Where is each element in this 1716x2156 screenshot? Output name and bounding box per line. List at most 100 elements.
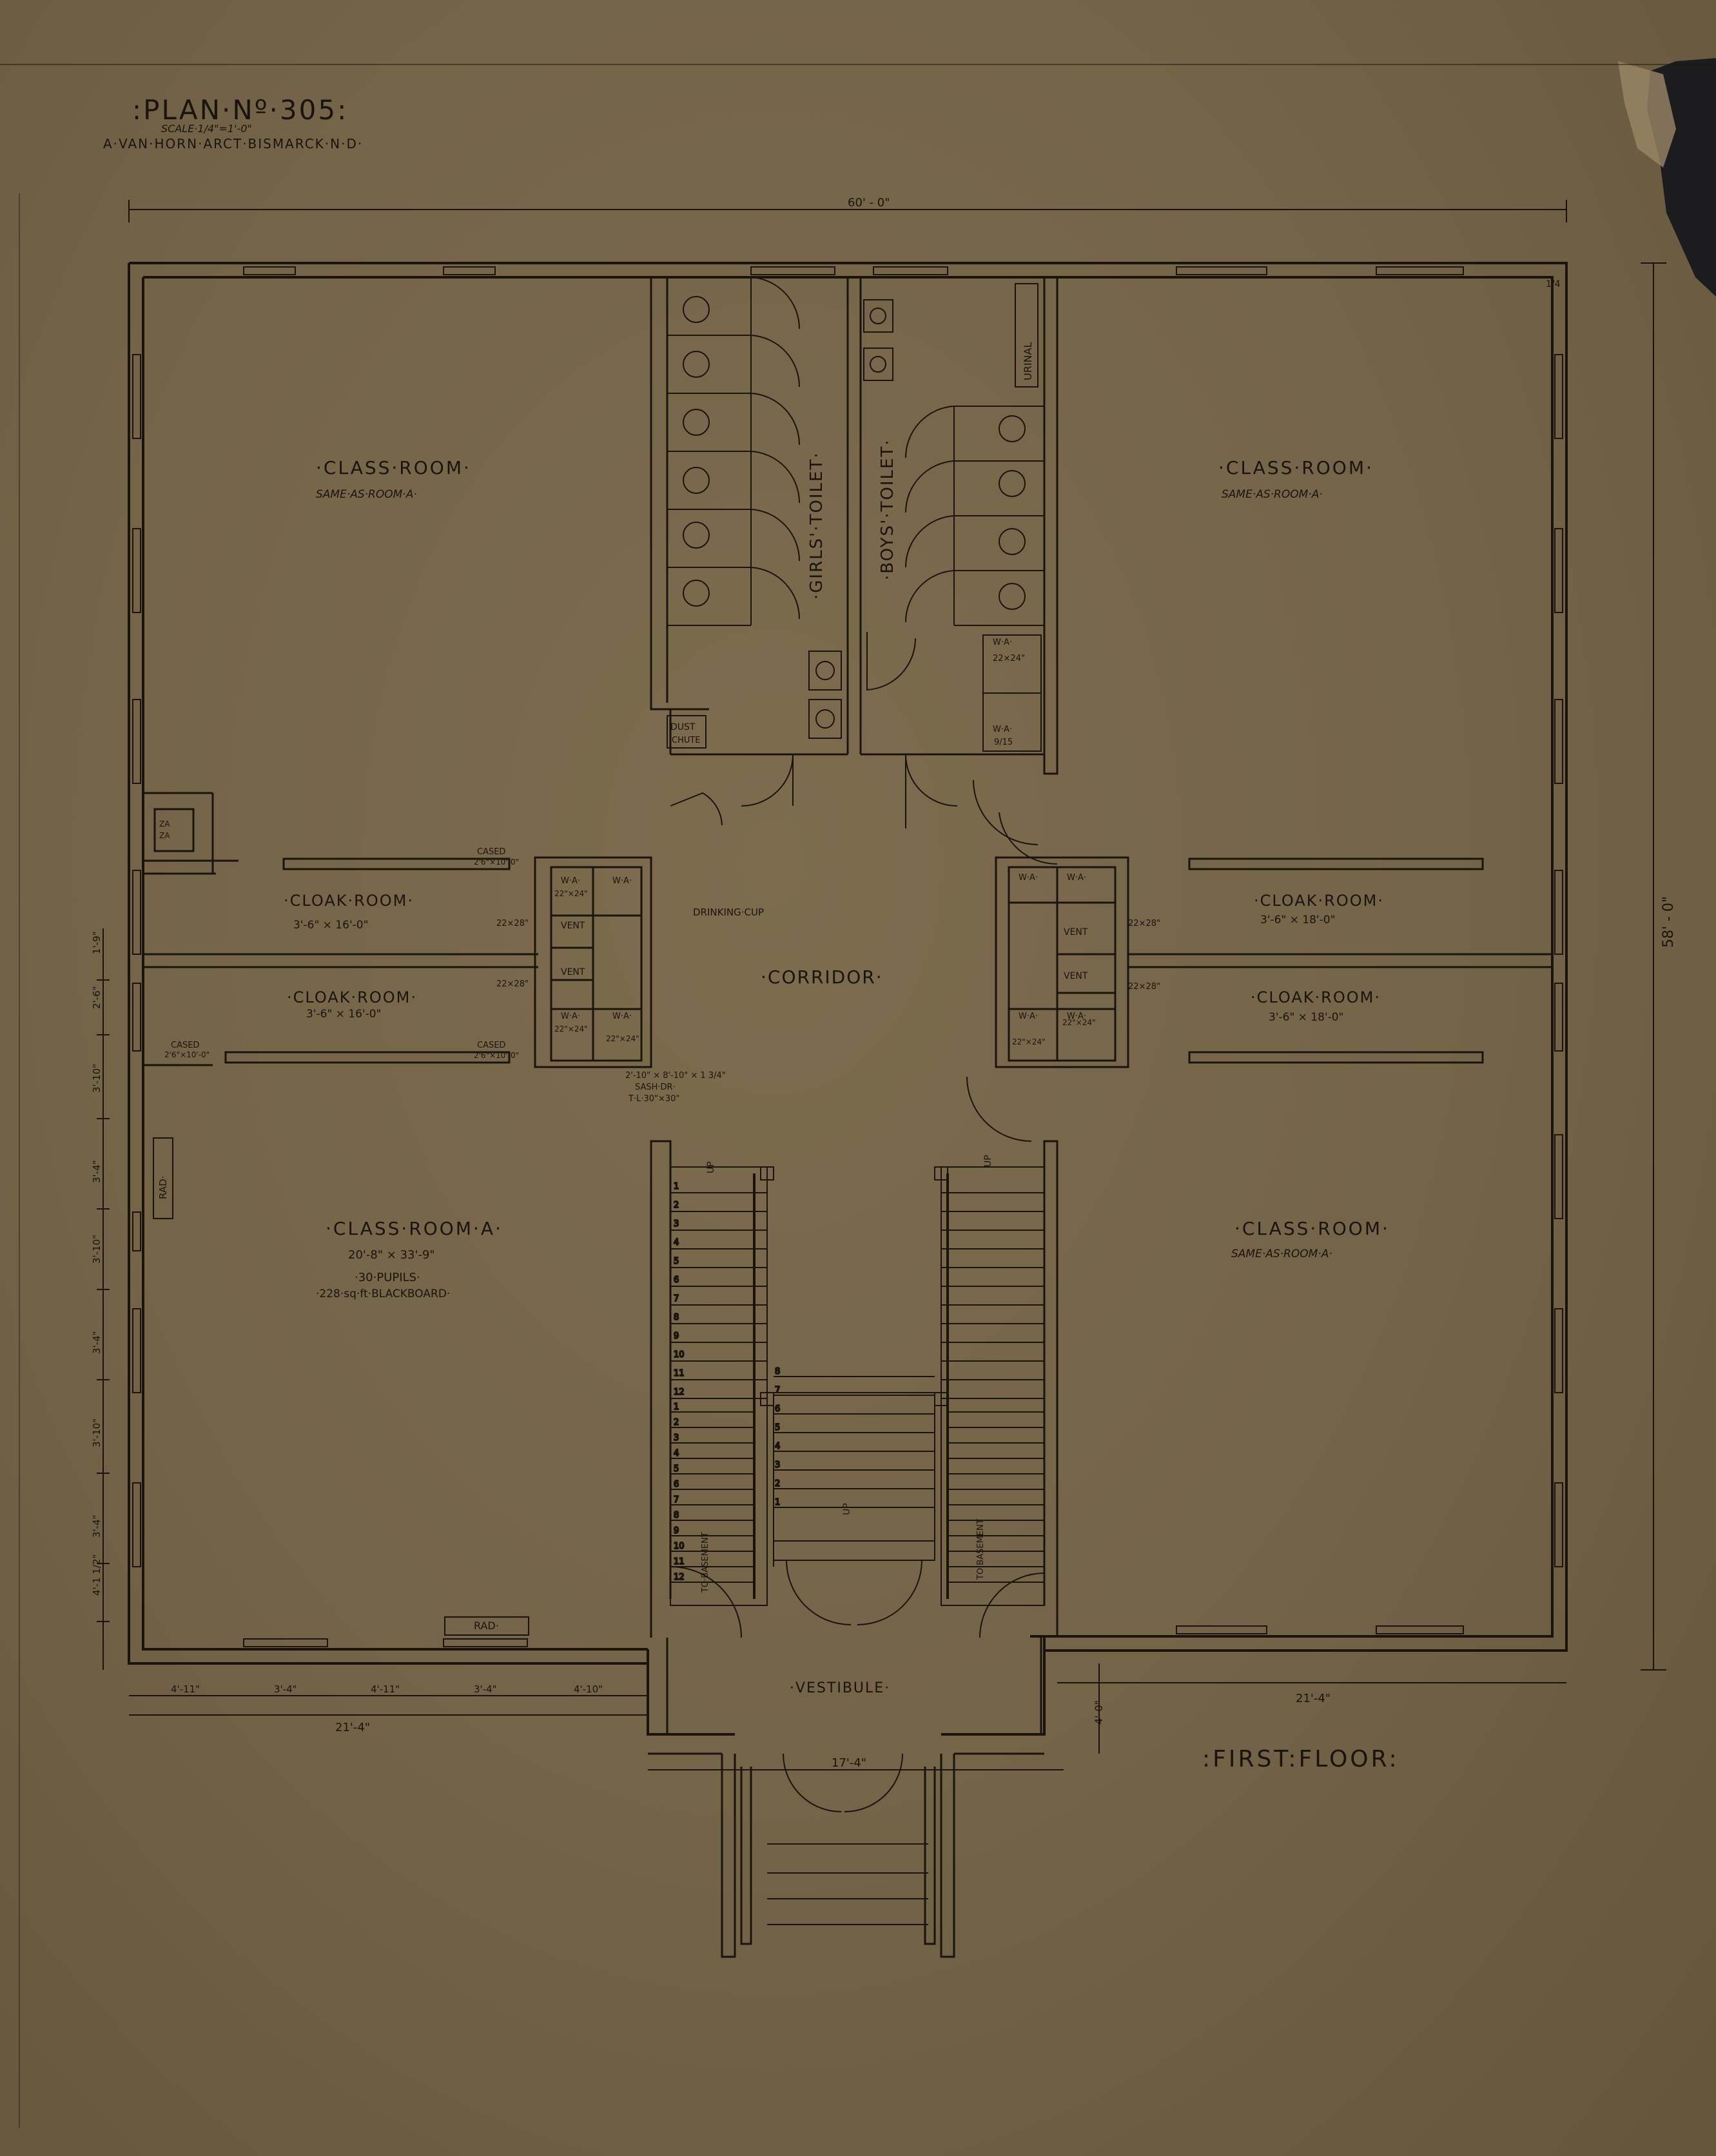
fixture-label: ZA xyxy=(159,819,170,828)
dimension-label: 3'-4" xyxy=(474,1683,497,1695)
fixture-label: 22×28" xyxy=(1128,919,1160,928)
stair-number: 1 xyxy=(775,1498,780,1507)
fixture-label: 22×24" xyxy=(993,654,1025,663)
stair-number: 6 xyxy=(775,1404,780,1414)
windows-top xyxy=(243,266,1464,275)
room-note: SAME·AS·ROOM·A· xyxy=(316,488,417,501)
fixture-label: DUST xyxy=(670,722,696,732)
toilet-block xyxy=(650,277,1058,845)
fixture-label: 22"×24" xyxy=(606,1034,639,1043)
dimension-label: 17'-4" xyxy=(832,1756,866,1770)
plan-title: :PLAN·Nº·305: xyxy=(132,94,348,126)
dimension-label: 4'-1 1/2" xyxy=(91,1554,102,1596)
fixture-label: W·A· xyxy=(1067,1012,1086,1021)
stair-number: 12 xyxy=(674,1573,685,1582)
fixture-label: CASED xyxy=(477,1041,505,1050)
stair-number: 10 xyxy=(674,1350,685,1360)
room-note: ·228·sq·ft·BLACKBOARD· xyxy=(316,1288,450,1300)
windows-bottom xyxy=(243,1625,1464,1647)
stair-number: 7 xyxy=(674,1495,679,1505)
stair-label: TO·BASEMENT xyxy=(701,1532,710,1593)
stair-number: 11 xyxy=(674,1557,685,1567)
stair-label: UP xyxy=(983,1155,993,1167)
room-label: ·BOYS'·TOILET· xyxy=(878,438,897,580)
stair-number: 4 xyxy=(674,1238,679,1248)
fixture-label: 2'6"×10'-0" xyxy=(474,1051,519,1060)
dimension-label: 3'-10" xyxy=(91,1418,102,1447)
fixture-label: W·A· xyxy=(1019,873,1038,883)
dimension-label: 3'-4" xyxy=(91,1331,102,1354)
fixture-label: 22"×24" xyxy=(554,889,588,898)
stair-label: UP xyxy=(706,1161,716,1173)
dimension-lines xyxy=(102,200,1666,1770)
stair-label: TO·BASEMENT xyxy=(976,1519,986,1580)
fixture-label: W·A· xyxy=(993,725,1012,734)
room-note: 3'-6" × 18'-0" xyxy=(1260,914,1335,926)
stair-number: 7 xyxy=(775,1386,780,1395)
drawing-title: :FIRST:FLOOR: xyxy=(1202,1746,1399,1772)
stair-number: 3 xyxy=(674,1219,679,1229)
fixture-label: RAD· xyxy=(474,1620,499,1632)
room-note: SAME·AS·ROOM·A· xyxy=(1231,1248,1332,1260)
stair-label: UP xyxy=(842,1503,852,1515)
stair-number: 6 xyxy=(674,1480,679,1489)
stair-number: 12 xyxy=(674,1387,685,1397)
stair-number: 6 xyxy=(674,1275,679,1285)
stair-number: 5 xyxy=(674,1464,679,1474)
fixture-label: 22"×24" xyxy=(1012,1037,1046,1046)
fixture-label: ZA xyxy=(159,831,170,840)
stair-number: 5 xyxy=(775,1423,780,1433)
cloak-rooms-right xyxy=(966,812,1552,1142)
fixture-label: 22×28" xyxy=(1128,982,1160,992)
room-note: 20'-8" × 33'-9" xyxy=(348,1248,435,1262)
fixture-label: 22"×24" xyxy=(554,1024,588,1034)
cloak-rooms-left xyxy=(143,792,652,1068)
stair-number: 3 xyxy=(775,1460,780,1470)
fixture-label: W·A· xyxy=(612,876,632,886)
stair-number: 8 xyxy=(674,1511,679,1520)
stair-number: 1 xyxy=(674,1402,679,1412)
room-label: ·CORRIDOR· xyxy=(761,966,883,988)
dimension-label: 3'-4" xyxy=(274,1683,297,1695)
stair-number: 9 xyxy=(674,1526,679,1536)
fixture-label: T·L·30"×30" xyxy=(628,1094,679,1104)
room-note: SAME·AS·ROOM·A· xyxy=(1222,488,1323,501)
room-label: ·CLASS·ROOM· xyxy=(1234,1218,1390,1239)
room-label: ·CLOAK·ROOM· xyxy=(1251,988,1381,1006)
room-note: 3'-6" × 18'-0" xyxy=(1269,1011,1343,1024)
dimension-label: 2'-6" xyxy=(91,986,102,1009)
fixture-label: 2'6"×10'-0" xyxy=(474,858,519,867)
stair-number: 9 xyxy=(674,1331,679,1341)
sheet-number: 1/4 xyxy=(1546,279,1561,289)
dimension-label: 3'-10" xyxy=(91,1235,102,1264)
dimension-label: 3'-4" xyxy=(91,1160,102,1183)
stair-number: 8 xyxy=(775,1367,780,1377)
dimension-label: 1'-9" xyxy=(91,931,102,954)
stair-number: 2 xyxy=(775,1479,780,1489)
room-label: ·VESTIBULE· xyxy=(790,1680,890,1696)
fixture-label: VENT xyxy=(561,921,585,931)
dimension-label: 4'-10" xyxy=(574,1683,603,1695)
room-label: ·CLOAK·ROOM· xyxy=(1254,892,1384,910)
room-note: 3'-6" × 16'-0" xyxy=(293,919,368,932)
dimension-label: 4'-11" xyxy=(371,1683,400,1695)
fixture-label: URINAL xyxy=(1022,342,1034,380)
room-note: ·30·PUPILS· xyxy=(355,1271,420,1284)
fixture-label: VENT xyxy=(561,967,585,977)
fixture-label: W·A· xyxy=(561,876,580,886)
fixture-label: SASH·DR· xyxy=(635,1083,676,1092)
room-label: ·CLOAK·ROOM· xyxy=(284,892,414,910)
fixture-label: W·A· xyxy=(561,1012,580,1021)
fixture-label: 22"×24" xyxy=(1062,1018,1096,1027)
room-label: ·GIRLS'·TOILET· xyxy=(807,451,826,600)
fixture-label: CHUTE xyxy=(672,736,701,745)
radiators xyxy=(153,1137,529,1636)
stair-number: 2 xyxy=(674,1200,679,1210)
stair-number: 1 xyxy=(674,1182,679,1191)
dimension-label: 4'-11" xyxy=(171,1683,200,1695)
fixture-label: 22×28" xyxy=(496,979,529,989)
fixture-label: CASED xyxy=(477,847,505,857)
dimension-label: 3'-4" xyxy=(91,1514,102,1538)
